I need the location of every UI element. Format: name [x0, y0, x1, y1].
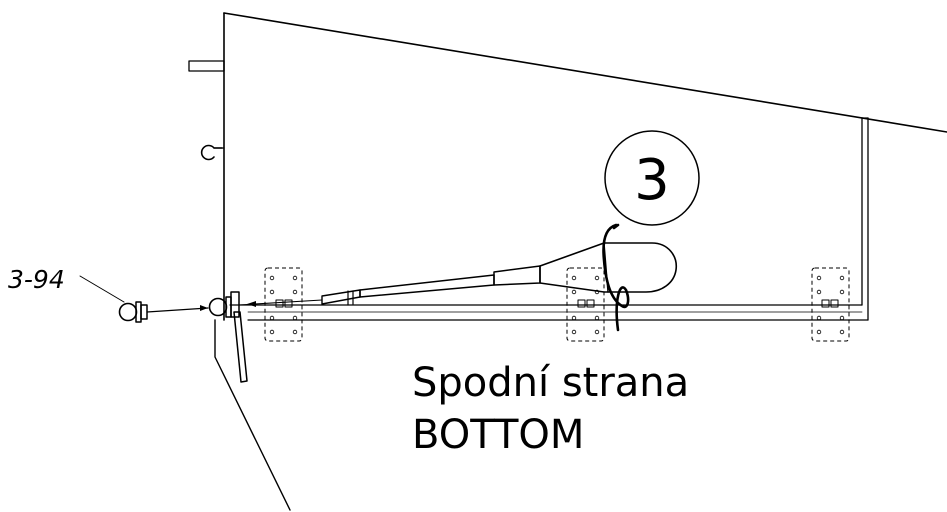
section-number-text: 3 — [634, 148, 670, 213]
screwdriver-icon — [321, 242, 677, 306]
hinge-plate-right — [811, 267, 850, 342]
panel-outline — [214, 12, 947, 511]
part-number-label: 3-94 — [8, 265, 65, 294]
caption-line-1: Spodní strana — [412, 360, 689, 406]
hook-icon — [200, 144, 225, 161]
hinge-plate-middle — [566, 267, 605, 342]
caption-line-2: BOTTOM — [412, 412, 584, 458]
hinge-plate-left — [264, 267, 303, 342]
pin-stub — [188, 60, 225, 72]
section-number-circle: 3 — [604, 130, 700, 226]
control-lever-icon — [208, 291, 323, 383]
rotation-arrow-icon — [602, 223, 630, 332]
ball-joint-part-icon — [118, 301, 209, 323]
part-leader-line — [79, 275, 125, 303]
